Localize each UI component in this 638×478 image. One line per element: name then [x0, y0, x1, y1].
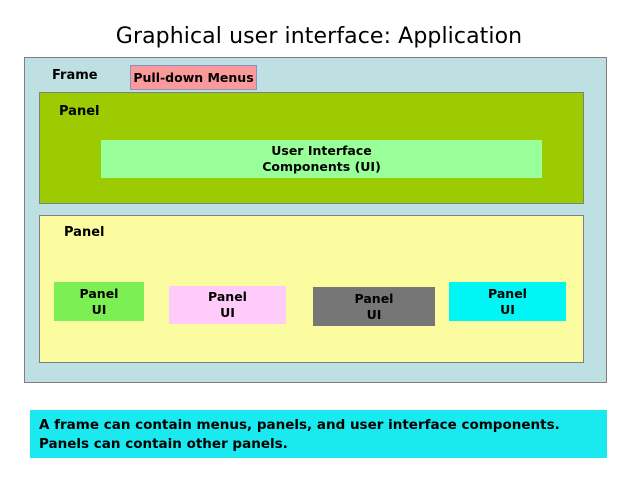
caption-line-1: A frame can contain menus, panels, and u…: [39, 417, 560, 433]
caption-box: A frame can contain menus, panels, and u…: [30, 410, 607, 458]
ui-components-box: User Interface Components (UI): [101, 140, 542, 178]
subpanel-gray: Panel UI: [313, 287, 435, 326]
caption-line-2: Panels can contain other panels.: [39, 436, 288, 452]
green-panel-label: Panel: [59, 104, 100, 119]
frame-label: Frame: [52, 68, 98, 83]
subpanel-cyan-line-2: UI: [500, 301, 515, 317]
subpanel-green: Panel UI: [54, 282, 144, 321]
subpanel-pink: Panel UI: [169, 286, 286, 324]
pull-down-menus-box[interactable]: Pull-down Menus: [130, 65, 257, 90]
subpanel-gray-line-1: Panel: [354, 290, 394, 306]
ui-components-line-1: User Interface: [271, 143, 372, 158]
green-panel: Panel User Interface Components (UI): [39, 92, 584, 204]
ui-components-line-2: Components (UI): [262, 159, 381, 174]
subpanel-green-line-1: Panel: [79, 285, 119, 301]
subpanel-pink-line-1: Panel: [208, 289, 247, 304]
subpanel-cyan-line-1: Panel: [488, 285, 527, 301]
page-title: Graphical user interface: Application: [115, 24, 523, 49]
subpanel-gray-line-2: UI: [366, 306, 382, 322]
subpanel-pink-line-2: UI: [220, 305, 235, 320]
subpanel-cyan: Panel UI: [449, 282, 566, 321]
subpanel-green-line-2: UI: [91, 301, 107, 317]
yellow-panel-label: Panel: [64, 225, 105, 240]
yellow-panel: Panel Panel UI Panel UI Panel UI Panel U…: [39, 215, 584, 363]
pull-down-menus-label: Pull-down Menus: [133, 70, 254, 85]
